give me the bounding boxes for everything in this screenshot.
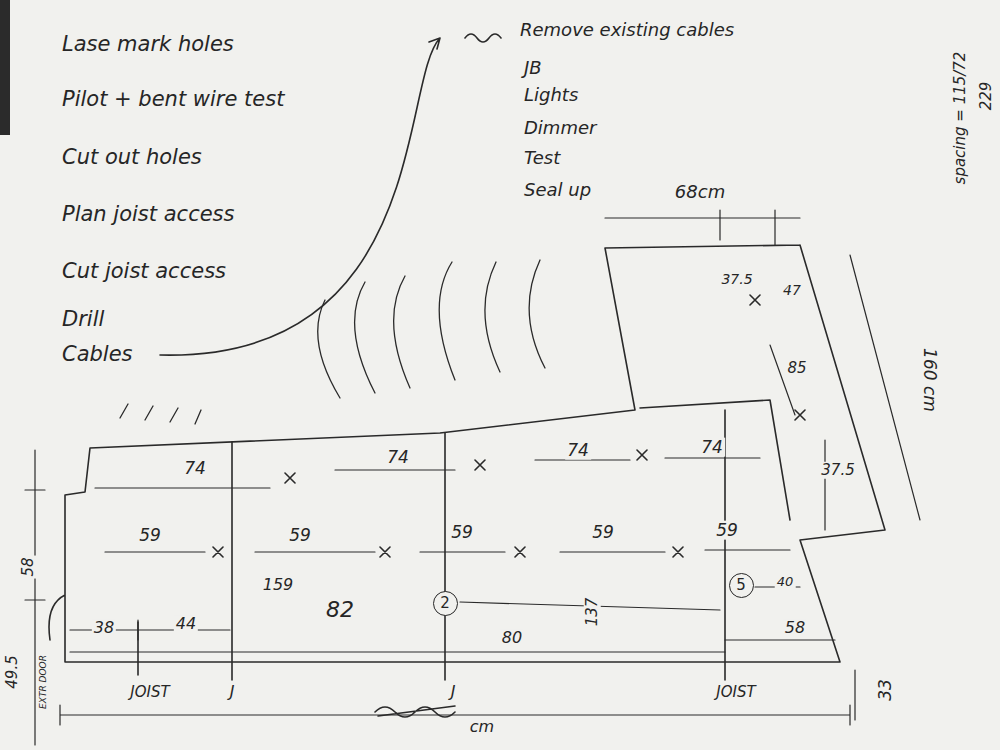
marked-hole-crosses	[213, 295, 805, 557]
circled-number-text: 2	[440, 596, 450, 611]
task-note: Lase mark holes	[60, 33, 236, 56]
dimension-label: 74	[385, 448, 411, 467]
dimension-label: 58	[20, 555, 37, 578]
dimension-label: 74	[699, 438, 725, 457]
crossed-out-scribble	[375, 34, 501, 717]
dimension-label: spacing = 115/72	[952, 50, 969, 187]
circled-number-text: 5	[736, 578, 746, 593]
dimension-label: 229	[978, 80, 995, 113]
dimension-label: 68cm	[673, 182, 727, 202]
dimension-label: 59	[714, 521, 740, 540]
task-note: Cables	[60, 343, 135, 366]
dimension-label: 159	[261, 576, 296, 594]
dimension-label: J	[449, 683, 458, 701]
circled-number: 5	[729, 573, 754, 598]
task-note: Lights	[522, 85, 580, 105]
dimension-label: JOIST	[128, 684, 171, 701]
dimension-label: 82	[324, 598, 356, 622]
task-note: Test	[522, 148, 562, 168]
dimension-label: 59	[287, 526, 313, 545]
dimension-label: 59	[590, 523, 616, 542]
dimension-label: 58	[783, 619, 807, 637]
task-note: JB	[522, 58, 544, 78]
room-walls	[49, 245, 885, 662]
dimension-label: 59	[137, 526, 163, 545]
dimension-label: 38	[92, 619, 116, 637]
task-note: Seal up	[522, 180, 593, 200]
dimension-label: 85	[785, 360, 808, 377]
dimension-label: 160 cm	[921, 346, 940, 414]
dimension-label: 37.5	[719, 272, 754, 287]
task-note: Cut joist access	[60, 260, 228, 283]
dimension-label: cm	[468, 718, 496, 736]
dimension-label: 74	[182, 459, 208, 478]
pointer-arrow	[160, 38, 440, 355]
task-note: Drill	[60, 308, 106, 331]
ceiling-hatching	[120, 260, 545, 424]
dimension-lines	[25, 210, 920, 745]
dimension-label: 44	[174, 615, 198, 633]
dimension-label: 137	[584, 596, 601, 629]
dimension-label: JOIST	[714, 684, 757, 701]
dimension-label: 33	[876, 677, 895, 703]
dimension-label: 74	[565, 441, 591, 460]
dimension-label: 49.5	[4, 653, 21, 690]
dimension-label: 37.5	[819, 462, 856, 479]
dimension-label: EXTR DOOR	[39, 653, 49, 711]
dimension-label: 47	[781, 283, 803, 298]
desk-edge	[0, 0, 10, 135]
circled-number: 2	[433, 591, 458, 616]
task-note: Plan joist access	[60, 203, 236, 226]
dimension-label: 59	[449, 523, 475, 542]
dimension-label: 40	[775, 575, 796, 589]
task-note: Cut out holes	[60, 146, 204, 169]
task-note: Remove existing cables	[518, 20, 736, 40]
task-note: Dimmer	[522, 118, 598, 138]
task-note: Pilot + bent wire test	[60, 88, 286, 111]
dimension-label: 80	[500, 629, 524, 647]
dimension-label: J	[228, 683, 237, 701]
